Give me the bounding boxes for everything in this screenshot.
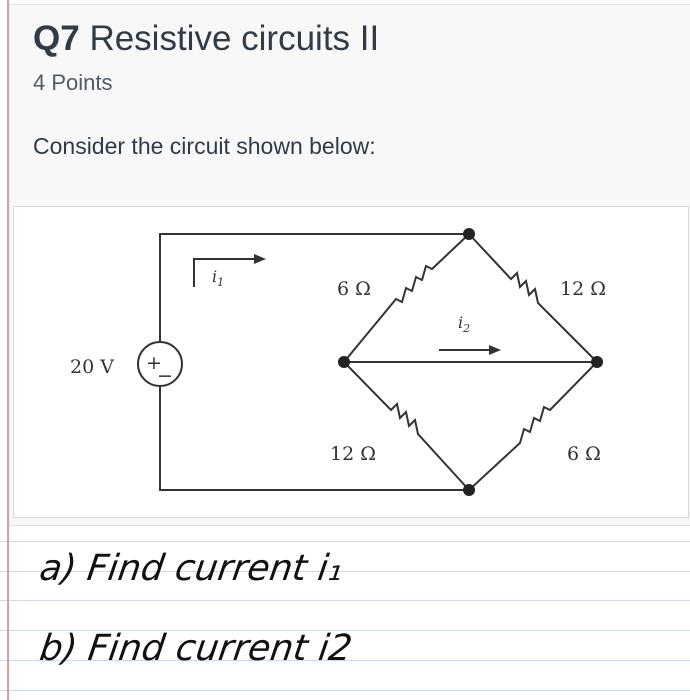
question-points: 4 Points — [33, 70, 113, 95]
paper-margin-line — [7, 0, 9, 700]
paper-line — [0, 660, 690, 661]
handwritten-line-a: a) Find current i₁ — [37, 548, 346, 589]
resistor-top-left-label: 6 Ω — [337, 278, 371, 300]
paper-line — [0, 571, 690, 572]
resistor-top-right — [468, 233, 598, 363]
resistor-bottom-left — [343, 361, 470, 491]
current-i2-label: i2 — [458, 313, 470, 335]
node-bottom — [463, 484, 475, 496]
circuit-figure: + − 20 V i1 i2 6 Ω 12 Ω 12 Ω 6 Ω — [13, 206, 689, 518]
resistor-bottom-right — [468, 361, 598, 491]
question-prompt: Consider the circuit shown below: — [33, 133, 376, 159]
handwritten-line-b: b) Find current i2 — [37, 628, 355, 669]
resistor-bottom-right-label: 6 Ω — [567, 443, 601, 465]
arrowhead-i2 — [489, 345, 501, 355]
voltage-source — [137, 341, 183, 387]
question-title-text: Resistive circuits II — [89, 19, 380, 58]
node-left — [338, 356, 350, 368]
node-right — [591, 356, 603, 368]
node-top — [463, 228, 475, 240]
wire-top — [159, 233, 469, 342]
wire-bottom — [159, 386, 469, 491]
paper-line — [0, 630, 690, 631]
resistor-top-right-label: 12 Ω — [560, 278, 606, 300]
question-card: Q7 Resistive circuits II 4 Points Consid… — [9, 4, 690, 526]
resistor-top-left — [343, 233, 470, 363]
paper-line — [0, 541, 690, 542]
circuit-diagram: + − 20 V i1 i2 6 Ω 12 Ω 12 Ω 6 Ω — [70, 228, 606, 496]
current-i1-label: i1 — [212, 267, 224, 289]
source-minus-sign: − — [157, 365, 173, 387]
question-title: Q7 Resistive circuits II — [33, 19, 379, 59]
arrowhead-i1 — [254, 254, 266, 264]
paper-line — [0, 600, 690, 601]
source-voltage-label: 20 V — [70, 356, 114, 378]
current-arrow-i1 — [193, 258, 254, 287]
question-number: Q7 — [33, 19, 80, 58]
paper-line — [0, 690, 690, 691]
resistor-bottom-left-label: 12 Ω — [330, 443, 376, 465]
source-plus-sign: + — [146, 352, 162, 374]
